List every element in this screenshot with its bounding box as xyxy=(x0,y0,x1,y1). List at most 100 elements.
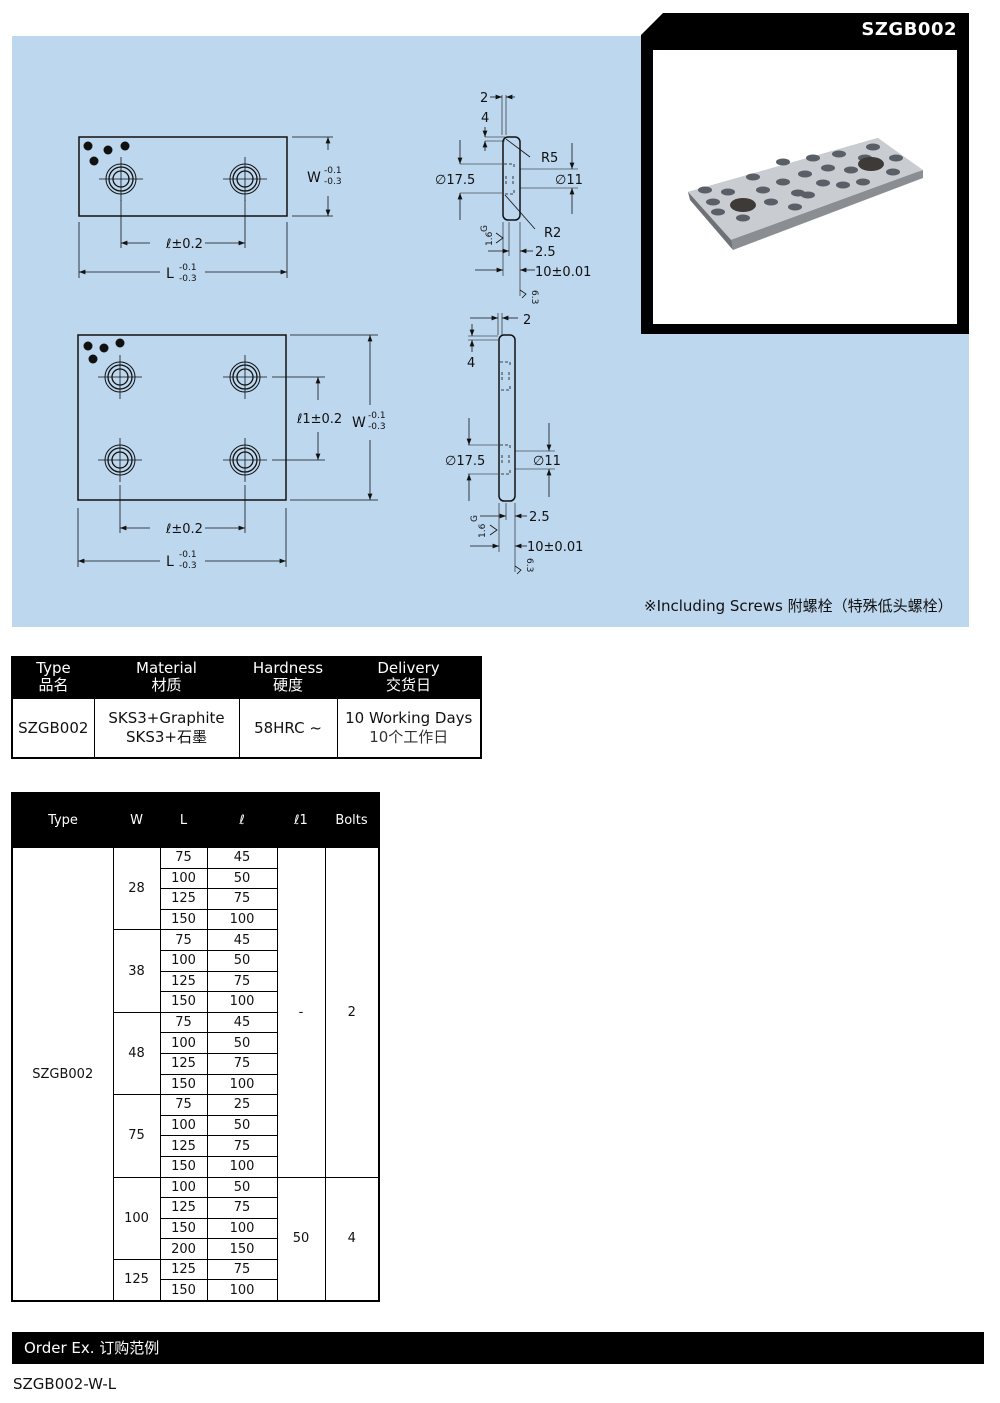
cell-l: 150 xyxy=(159,1155,208,1178)
cell-w: 28 xyxy=(112,846,161,931)
svg-text:W: W xyxy=(352,415,366,431)
cell-pitch: 50 xyxy=(206,949,278,972)
cell-pitch: 75 xyxy=(206,970,278,993)
cell-l: 100 xyxy=(159,867,208,890)
cell-l: 125 xyxy=(159,1052,208,1075)
cell-l: 150 xyxy=(159,1073,208,1096)
header-pitch: ℓ xyxy=(207,793,277,848)
cell-w: 48 xyxy=(112,1011,161,1096)
cell-pitch: 100 xyxy=(206,991,278,1013)
svg-text:6.3: 6.3 xyxy=(524,558,534,572)
order-example-code: SZGB002-W-L xyxy=(13,1375,117,1393)
cell-pitch1: - xyxy=(276,847,326,1178)
cell-pitch: 45 xyxy=(206,1011,278,1034)
cell-w: 125 xyxy=(112,1258,161,1302)
svg-text:-0.3: -0.3 xyxy=(179,274,197,284)
svg-text:G: G xyxy=(480,225,490,232)
svg-text:2.5: 2.5 xyxy=(535,245,556,260)
svg-text:10±0.01: 10±0.01 xyxy=(527,540,583,555)
header-w: W xyxy=(113,793,160,848)
svg-text:-0.1: -0.1 xyxy=(368,411,386,421)
svg-text:∅17.5: ∅17.5 xyxy=(445,454,485,469)
graphite-plug-icon xyxy=(83,141,93,151)
cell-pitch: 100 xyxy=(206,1279,278,1302)
svg-text:-0.3: -0.3 xyxy=(179,561,197,571)
svg-text:-0.1: -0.1 xyxy=(179,263,197,273)
cell-l: 125 xyxy=(159,970,208,993)
cell-pitch: 100 xyxy=(206,1073,278,1096)
cell-pitch: 50 xyxy=(206,1114,278,1137)
bolt-hole-icon xyxy=(222,156,268,202)
svg-text:∅11: ∅11 xyxy=(555,173,583,188)
pitch-label: ℓ±0.2 xyxy=(165,237,203,252)
cell-type: SZGB002 xyxy=(11,698,95,759)
svg-text:G: G xyxy=(470,515,480,522)
photo-title: SZGB002 xyxy=(861,19,957,40)
svg-text:-0.3: -0.3 xyxy=(368,422,386,432)
svg-text:10±0.01: 10±0.01 xyxy=(535,265,591,280)
cell-l: 75 xyxy=(159,1011,208,1034)
cell-l: 125 xyxy=(159,1197,208,1219)
cell-pitch: 45 xyxy=(206,847,278,869)
cell-pitch: 75 xyxy=(206,1135,278,1157)
product-photo xyxy=(653,50,957,324)
svg-text:-0.1: -0.1 xyxy=(179,550,197,560)
wear-plate-image xyxy=(688,138,923,250)
cell-l: 125 xyxy=(159,1258,208,1281)
cell-hardness: 58HRC ~ xyxy=(238,698,338,759)
cell-l: 100 xyxy=(159,1114,208,1137)
svg-text:2: 2 xyxy=(523,313,531,328)
order-example-header: Order Ex. 订购范例 xyxy=(12,1332,984,1364)
svg-text:1.6: 1.6 xyxy=(478,523,488,538)
cell-pitch: 50 xyxy=(206,1176,278,1199)
cell-l: 100 xyxy=(159,949,208,972)
cell-pitch: 75 xyxy=(206,1197,278,1219)
svg-text:4: 4 xyxy=(481,111,489,126)
cell-pitch: 75 xyxy=(206,1052,278,1075)
cell-pitch: 100 xyxy=(206,1217,278,1240)
header-l: L xyxy=(160,793,207,848)
svg-text:2.5: 2.5 xyxy=(529,510,550,525)
svg-text:1.6: 1.6 xyxy=(485,231,495,246)
svg-text:∅11: ∅11 xyxy=(533,454,561,469)
cell-pitch: 75 xyxy=(206,888,278,910)
svg-text:6.3: 6.3 xyxy=(529,290,539,304)
cell-type: SZGB002 xyxy=(11,847,114,1302)
cell-w: 38 xyxy=(112,929,161,1013)
side-view-4-bolt: 2 4 ∅17.5 ∅11 2.5 10±0.01 G 1.6 6.3 xyxy=(445,313,583,575)
svg-text:ℓ±0.2: ℓ±0.2 xyxy=(165,522,203,537)
cell-l: 100 xyxy=(159,1176,208,1199)
product-photo-frame: SZGB002 xyxy=(641,13,969,334)
top-view-4-bolt: ℓ1±0.2 W -0.1 -0.3 ℓ±0.2 L -0.1 -0.3 xyxy=(77,334,386,571)
bolt-hole-icon xyxy=(98,156,144,202)
svg-text:R5: R5 xyxy=(541,151,558,166)
cell-l: 150 xyxy=(159,1217,208,1240)
cell-pitch: 50 xyxy=(206,1032,278,1054)
cell-l: 100 xyxy=(159,1032,208,1054)
cell-l: 75 xyxy=(159,847,208,869)
